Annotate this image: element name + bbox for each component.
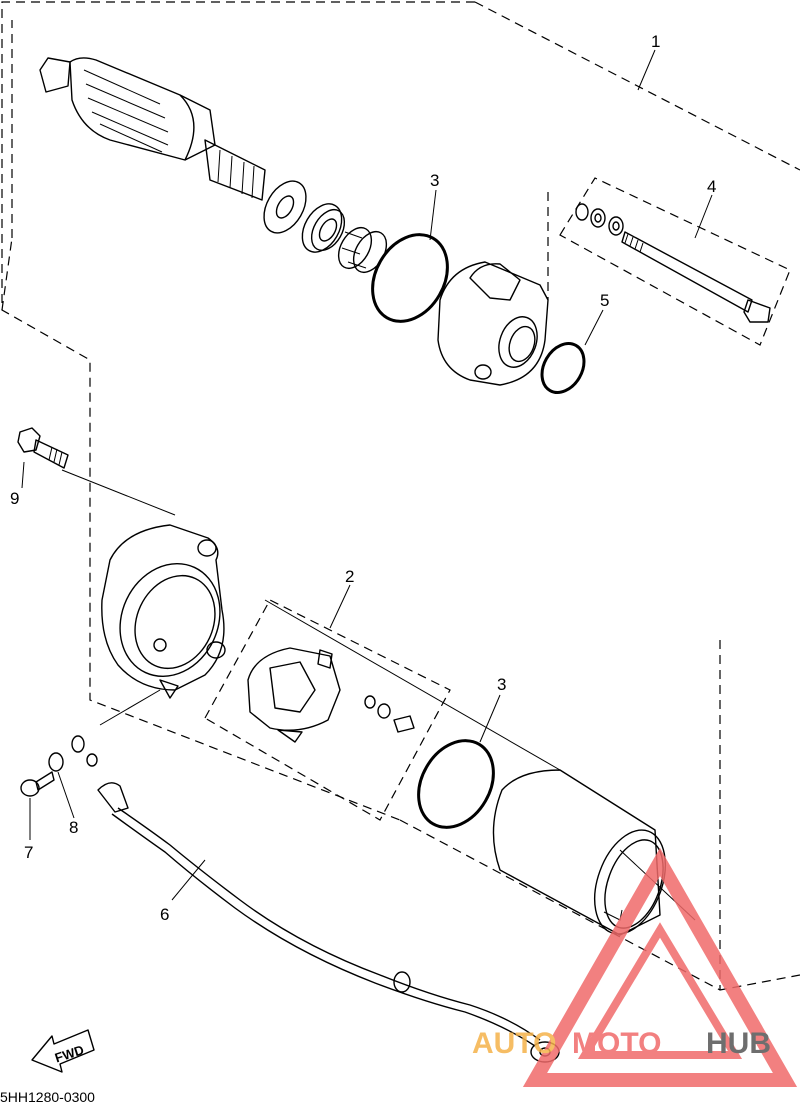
watermark-hub: HUB bbox=[706, 1027, 771, 1060]
bolt-set bbox=[575, 203, 771, 323]
callout-2: 2 bbox=[345, 567, 354, 586]
bearing bbox=[301, 203, 346, 253]
fwd-arrow: FWD bbox=[31, 1029, 95, 1073]
long-bolt bbox=[17, 427, 69, 469]
washer bbox=[263, 180, 307, 234]
assembly-2-boundary bbox=[204, 599, 451, 821]
armature bbox=[39, 57, 266, 201]
callout-3-lower: 3 bbox=[497, 675, 506, 694]
callout-5: 5 bbox=[600, 291, 609, 310]
lock-washer bbox=[48, 752, 64, 772]
yoke bbox=[492, 769, 666, 936]
callout-7: 7 bbox=[24, 843, 33, 862]
drawing-code: 5HH1280-0300 bbox=[0, 1089, 95, 1104]
rear-cover bbox=[101, 524, 226, 699]
callout-3-upper: 3 bbox=[430, 171, 439, 190]
callout-9: 9 bbox=[10, 489, 19, 508]
screw bbox=[20, 771, 55, 797]
o-ring-small bbox=[540, 342, 586, 394]
o-ring-lower bbox=[417, 739, 495, 829]
callout-8: 8 bbox=[69, 818, 78, 837]
assembly-4-boundary bbox=[559, 177, 791, 346]
watermark-logo: AUTO MOTO HUB bbox=[472, 847, 798, 1087]
callout-1: 1 bbox=[651, 32, 660, 51]
fwd-label: FWD bbox=[53, 1042, 86, 1065]
center-axis-line bbox=[264, 599, 561, 771]
callout-6: 6 bbox=[160, 905, 169, 924]
needle-bearing bbox=[337, 227, 388, 273]
brush-holder bbox=[247, 647, 415, 743]
front-cover bbox=[437, 261, 549, 386]
assembly-1-boundary bbox=[1, 1, 800, 991]
watermark-moto: MOTO bbox=[572, 1027, 661, 1060]
watermark-auto: AUTO bbox=[472, 1027, 556, 1060]
terminal-nut bbox=[71, 735, 98, 767]
callout-4: 4 bbox=[707, 177, 716, 196]
leader-lines bbox=[21, 49, 713, 901]
assembly-axis-line bbox=[61, 469, 176, 516]
o-ring-upper bbox=[371, 233, 449, 323]
